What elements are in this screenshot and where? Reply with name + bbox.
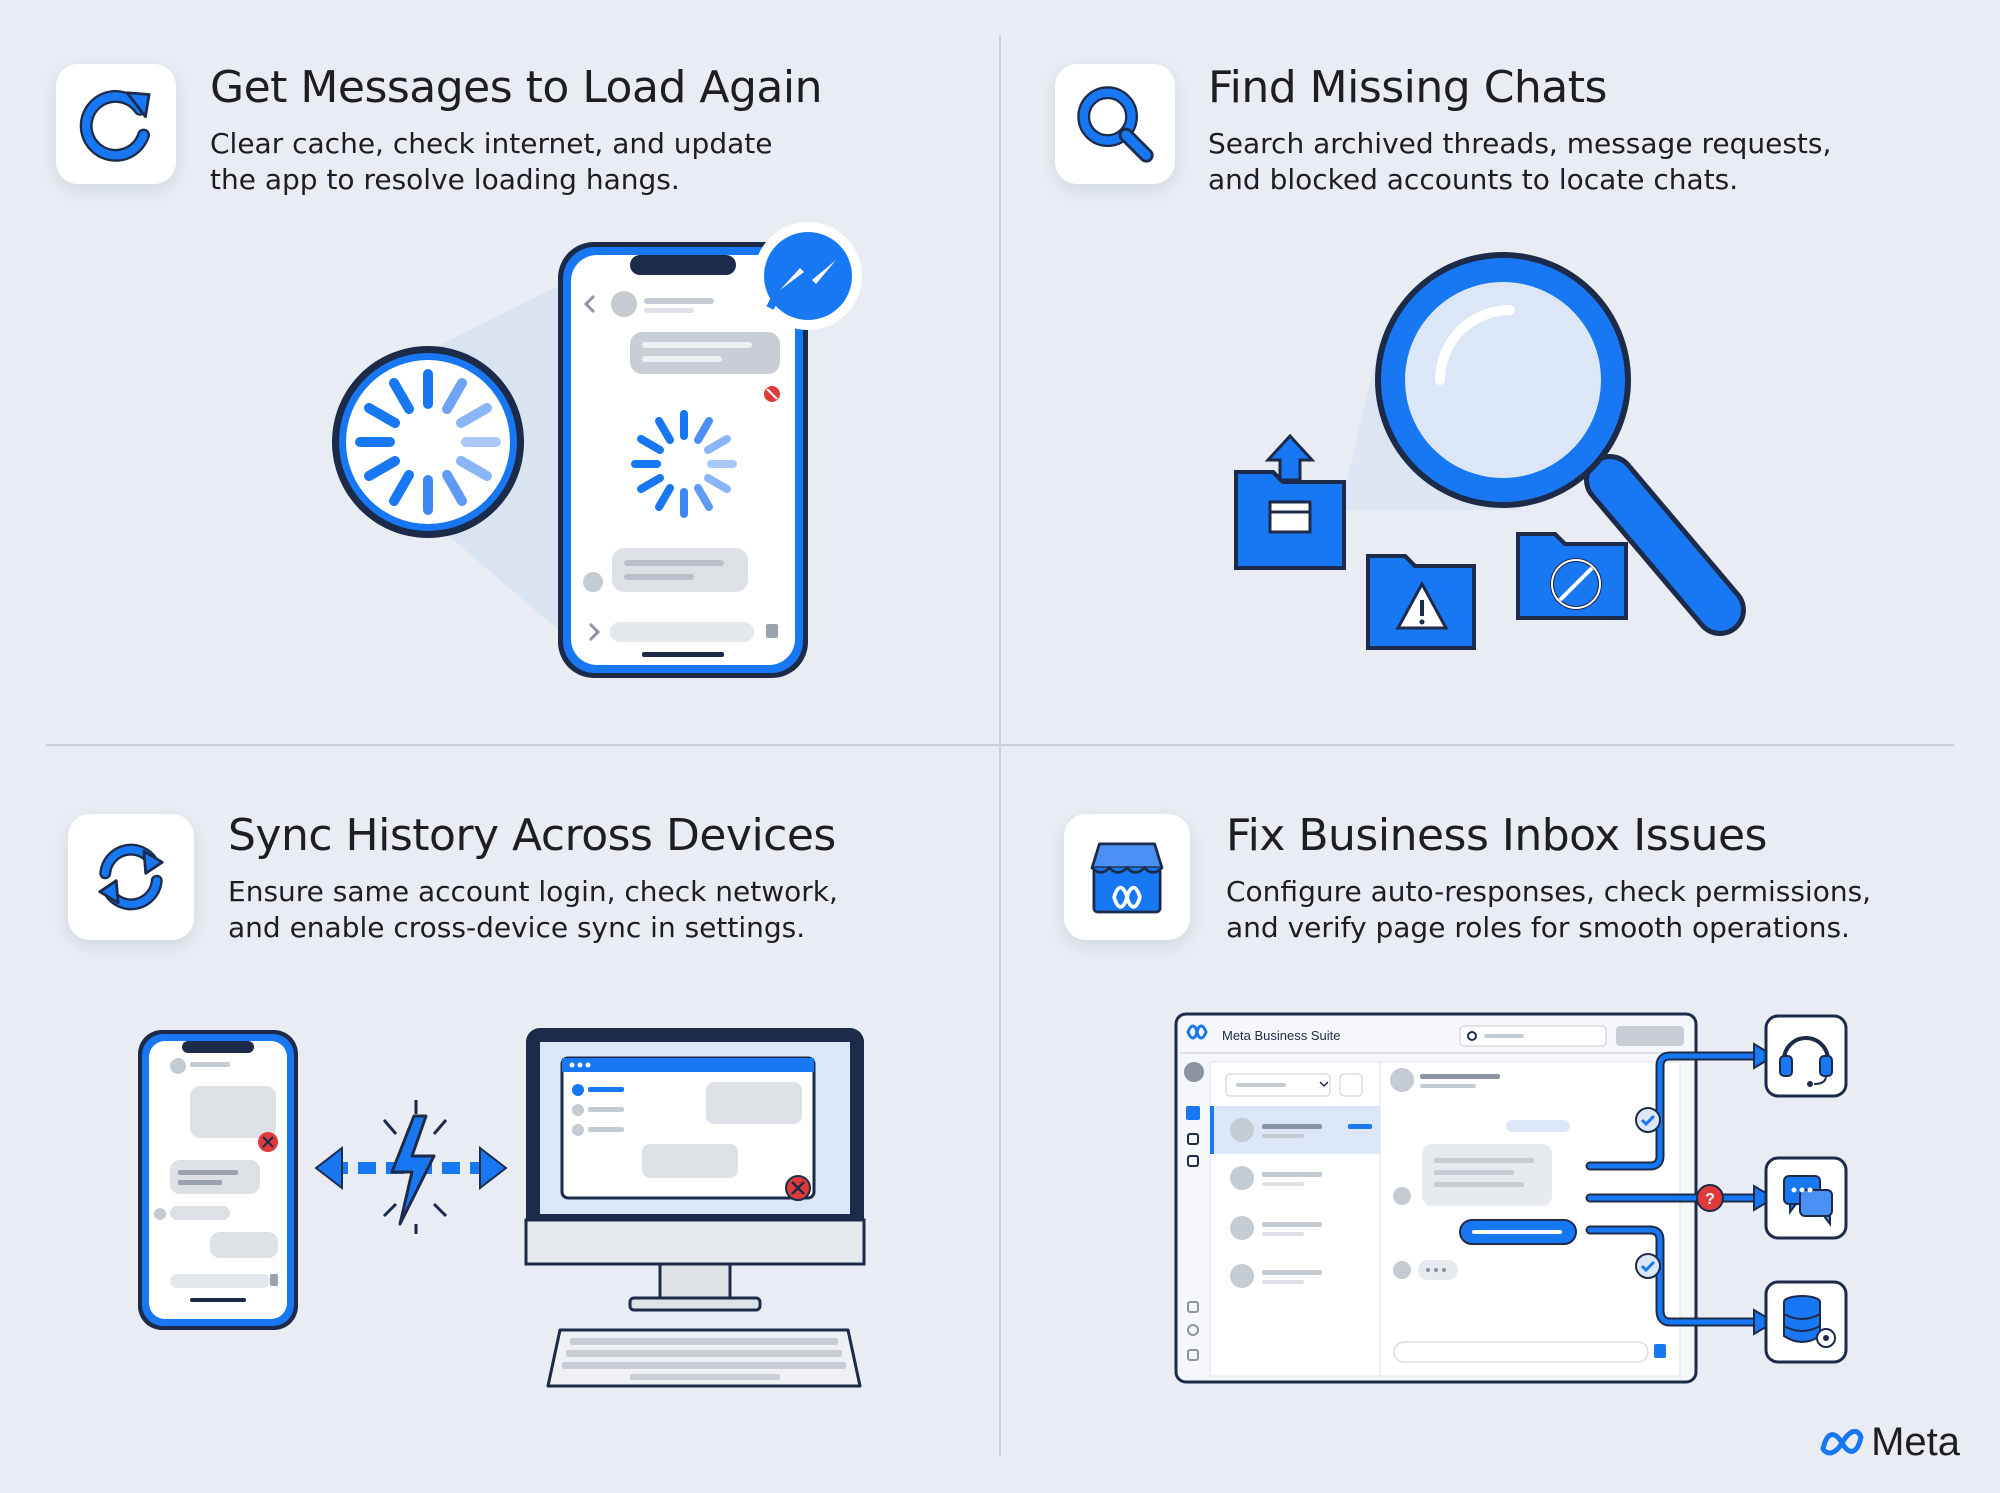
refresh-icon <box>56 64 176 184</box>
sync-arrow-icon <box>314 1100 508 1234</box>
loading-illustration <box>300 220 900 690</box>
phone-frame <box>558 242 808 678</box>
question-icon: ? <box>1696 1184 1724 1212</box>
blocked-folder-icon <box>1516 532 1628 620</box>
quadrant-description-line: and enable cross-device sync in settings… <box>228 911 806 944</box>
keyboard <box>546 1328 862 1388</box>
desktop-monitor <box>524 1028 866 1312</box>
check-icon <box>1635 1107 1661 1133</box>
storefront-icon <box>1064 814 1190 940</box>
device-sync-illustration <box>130 1020 870 1400</box>
warning-folder-icon <box>1366 554 1476 650</box>
app-title: Meta Business Suite <box>1222 1028 1341 1043</box>
headset-support-icon <box>1764 1014 1848 1098</box>
meta-brand-logo: Meta <box>1819 1420 1960 1465</box>
horizontal-divider <box>46 744 1954 746</box>
messenger-icon <box>754 222 862 330</box>
database-icon <box>1764 1280 1848 1364</box>
quadrant-description-line: Clear cache, check internet, and update <box>210 127 773 160</box>
quadrant-description-line: Ensure same account login, check network… <box>228 875 838 908</box>
archive-folder-icon <box>1234 433 1346 570</box>
business-inbox-illustration: Meta Business Suite <box>1170 1010 1860 1390</box>
business-suite-window: Meta Business Suite <box>1174 1012 1698 1384</box>
quadrant-title: Sync History Across Devices <box>228 810 836 861</box>
search-icon <box>1055 64 1175 184</box>
meta-infinity-icon <box>1820 1428 1864 1455</box>
quadrant-description-line: and verify page roles for smooth operati… <box>1226 911 1850 944</box>
svg-text:?: ? <box>1705 1191 1715 1208</box>
check-icon <box>1635 1253 1661 1279</box>
sync-icon <box>68 814 194 940</box>
loading-spinner-icon <box>332 346 524 538</box>
magnifier-icon <box>1375 252 1746 636</box>
quadrant-description-line: Configure auto-responses, check permissi… <box>1226 875 1872 908</box>
brand-name: Meta <box>1871 1420 1960 1464</box>
phone-frame <box>138 1030 298 1330</box>
quadrant-description-line: the app to resolve loading hangs. <box>210 163 680 196</box>
chat-bubbles-icon <box>1764 1156 1848 1240</box>
quadrant-title: Fix Business Inbox Issues <box>1226 810 1767 861</box>
vertical-divider <box>999 36 1001 1456</box>
quadrant-title: Find Missing Chats <box>1208 62 1607 113</box>
quadrant-description-line: and blocked accounts to locate chats. <box>1208 163 1739 196</box>
quadrant-description-line: Search archived threads, message request… <box>1208 127 1832 160</box>
missing-chats-illustration <box>1220 250 1760 670</box>
quadrant-title: Get Messages to Load Again <box>210 62 822 113</box>
